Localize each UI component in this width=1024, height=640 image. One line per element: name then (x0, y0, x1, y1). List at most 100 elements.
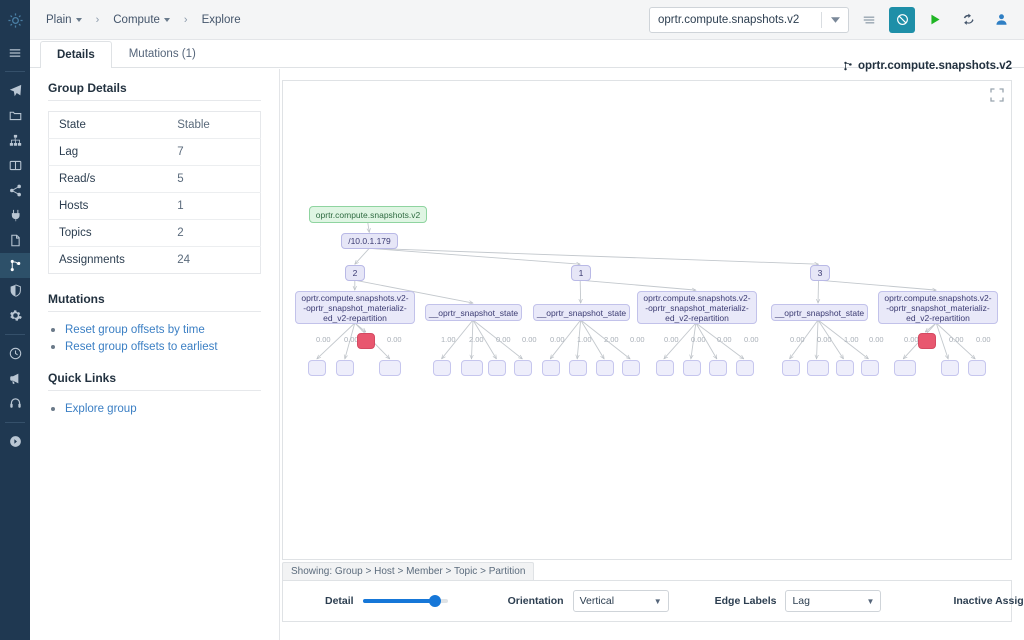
refresh-button[interactable] (955, 7, 981, 33)
graph-node-partition[interactable] (379, 360, 401, 376)
graph-node-member[interactable]: 1 (571, 265, 591, 281)
expand-icon[interactable] (989, 87, 1005, 103)
graph-node-partition[interactable] (569, 360, 587, 376)
graph-node-topic[interactable]: __oprtr_snapshot_state (771, 304, 868, 321)
rail-share[interactable] (0, 178, 30, 203)
graph-node-partition[interactable] (894, 360, 916, 376)
detail-key: Hosts (48, 192, 168, 220)
stop-button[interactable] (889, 6, 915, 33)
graph-node-host[interactable]: /10.0.1.179 (341, 233, 398, 249)
graph-node-partition[interactable] (308, 360, 326, 376)
graph-node-partition[interactable] (861, 360, 879, 376)
graph-node-topic[interactable]: oprtr.compute.snapshots.v2- -oprtr_snaps… (637, 291, 757, 324)
menu-toggle[interactable] (0, 40, 30, 65)
graph-controls: Detail Orientation Vertical ▼ Edge Label… (282, 580, 1024, 622)
graph-node-topic[interactable]: oprtr.compute.snapshots.v2- -oprtr_snaps… (295, 291, 415, 324)
rail-board[interactable] (0, 153, 30, 178)
graph-node-partition[interactable] (656, 360, 674, 376)
graph-node-partition[interactable] (433, 360, 451, 376)
rail-overview[interactable] (0, 78, 30, 103)
breadcrumb-item-explore[interactable]: Explore (196, 14, 247, 26)
graph-node-topic[interactable]: __oprtr_snapshot_state (425, 304, 522, 321)
detail-slider[interactable] (362, 594, 448, 608)
tab-mutations[interactable]: Mutations (1) (128, 48, 196, 60)
user-button[interactable] (988, 7, 1014, 33)
graph-node-topic[interactable]: __oprtr_snapshot_state (533, 304, 630, 321)
graph-node-lag-badge[interactable] (357, 333, 375, 349)
graph-node-partition[interactable] (782, 360, 800, 376)
search-divider (821, 11, 822, 28)
rail-history[interactable] (0, 341, 30, 366)
graph-edge (935, 322, 948, 359)
graph-edge (354, 322, 366, 332)
graph-node-partition[interactable] (807, 360, 829, 376)
graph-node-lag-badge[interactable] (918, 333, 936, 349)
graph-area: oprtr.compute.snapshots.v2/10.0.1.179 2 1 3… (282, 80, 1024, 632)
breadcrumb-separator: › (183, 13, 188, 26)
mutation-link[interactable]: Reset group offsets to earliest (65, 341, 218, 353)
rail-consumers[interactable] (0, 253, 30, 278)
mutations-list: Reset group offsets by timeReset group o… (48, 322, 261, 353)
graph-node-partition[interactable] (709, 360, 727, 376)
detail-key: Topics (48, 219, 168, 247)
rail-expand[interactable] (0, 429, 30, 454)
tab-details[interactable]: Details (40, 41, 112, 68)
breadcrumb-label: Plain (46, 13, 72, 26)
graph-node-partition[interactable] (488, 360, 506, 376)
graph-node-partition[interactable] (736, 360, 754, 376)
graph-node-partition[interactable] (461, 360, 483, 376)
detail-slider-control: Detail (325, 594, 448, 608)
edge-labels-value: Lag (792, 595, 810, 607)
graph-canvas[interactable]: oprtr.compute.snapshots.v2/10.0.1.179 2 1 3… (282, 80, 1012, 560)
graph-edge-label: 0.00 (949, 335, 964, 344)
slider-knob[interactable] (428, 595, 441, 607)
rail-cluster[interactable] (0, 128, 30, 153)
graph-node-partition[interactable] (683, 360, 701, 376)
list-view-button[interactable] (856, 7, 882, 33)
graph-node-partition[interactable] (968, 360, 986, 376)
rail-folder[interactable] (0, 103, 30, 128)
list-item: Reset group offsets to earliest (65, 339, 261, 353)
graph-node-partition[interactable] (514, 360, 532, 376)
graph-edge-label: 0.00 (344, 335, 359, 344)
rail-schema[interactable] (0, 228, 30, 253)
graph-node-partition[interactable] (622, 360, 640, 376)
edge-labels-select[interactable]: Lag ▼ (785, 590, 882, 612)
graph-edge (368, 222, 369, 232)
graph-node-partition[interactable] (836, 360, 854, 376)
breadcrumb-item-plain[interactable]: Plain (40, 14, 88, 26)
graph-node-partition[interactable] (336, 360, 354, 376)
graph-node-topic[interactable]: oprtr.compute.snapshots.v2- -oprtr_snaps… (878, 291, 998, 324)
rail-security[interactable] (0, 278, 30, 303)
graph-node-partition[interactable] (542, 360, 560, 376)
graph-edge (925, 322, 937, 332)
graph-node-partition[interactable] (596, 360, 614, 376)
left-rail (0, 0, 30, 640)
search-value: oprtr.compute.snapshots.v2 (658, 13, 800, 26)
mutation-link[interactable]: Reset group offsets by time (65, 324, 205, 336)
run-button[interactable] (922, 7, 948, 33)
orientation-select[interactable]: Vertical ▼ (572, 590, 669, 612)
orientation-control: Orientation Vertical ▼ (508, 590, 669, 612)
graph-node-member[interactable]: 3 (810, 265, 830, 281)
graph-node-member[interactable]: 2 (345, 265, 365, 281)
graph-node-group[interactable]: oprtr.compute.snapshots.v2 (309, 206, 427, 223)
detail-value: 5 (167, 165, 261, 193)
chevron-down-icon[interactable] (822, 16, 848, 23)
graph-edge (580, 279, 696, 290)
app-logo-icon[interactable] (0, 0, 30, 40)
rail-settings[interactable] (0, 303, 30, 328)
chevron-down-icon: ▼ (653, 596, 662, 606)
graph-node-partition[interactable] (941, 360, 959, 376)
search-input[interactable]: oprtr.compute.snapshots.v2 (649, 6, 849, 33)
graph-edge-label: 0.00 (744, 335, 759, 344)
quick-link[interactable]: Explore group (65, 403, 137, 415)
rail-announcements[interactable] (0, 366, 30, 391)
rail-connect[interactable] (0, 203, 30, 228)
rail-support[interactable] (0, 391, 30, 416)
top-bar: Plain › Compute › Explore oprtr.compute.… (30, 0, 1024, 40)
breadcrumb-item-compute[interactable]: Compute (107, 14, 176, 26)
